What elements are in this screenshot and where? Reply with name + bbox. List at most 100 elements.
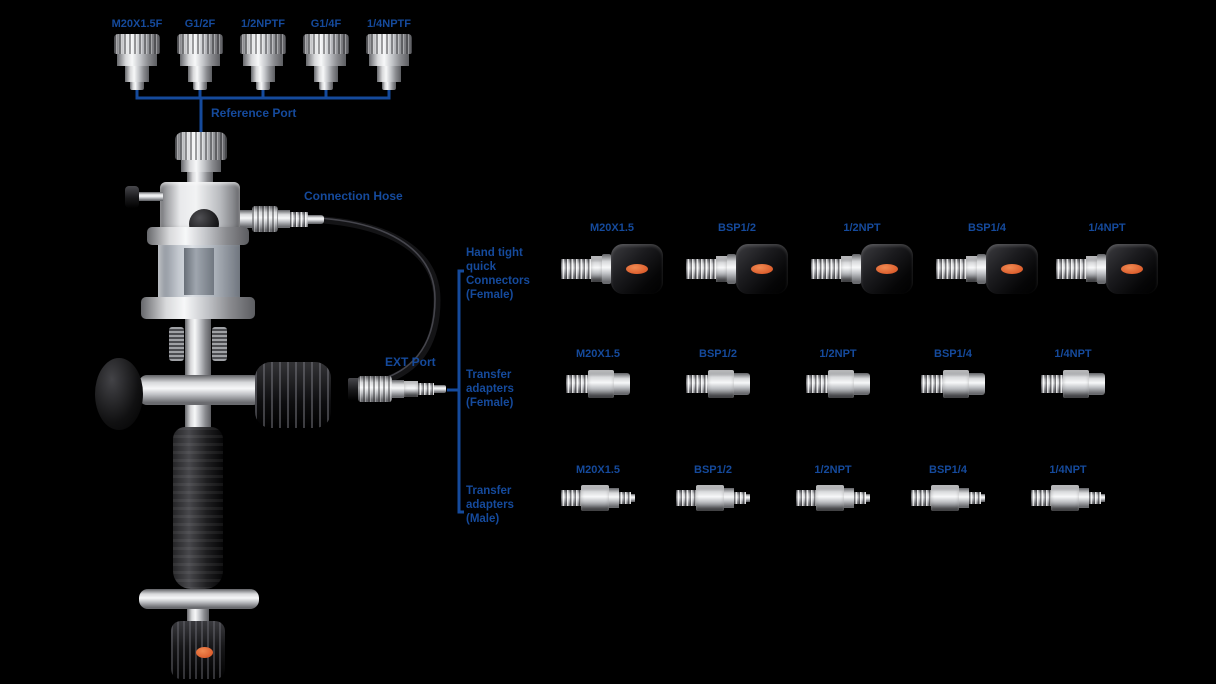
male-stud: [1089, 492, 1101, 504]
reservoir-top-flange: [147, 227, 249, 245]
tip: [746, 494, 750, 502]
female-adapter-graphic: [566, 366, 630, 402]
female-adapter-graphic: [806, 366, 870, 402]
ring: [977, 254, 986, 284]
tip: [193, 82, 207, 90]
male-adapter-unit: BSP1/2: [671, 464, 755, 514]
collar: [724, 488, 734, 508]
tip: [130, 82, 144, 90]
tip: [319, 82, 333, 90]
knurl-sleeve: [358, 376, 392, 402]
outlet-segment: [278, 210, 290, 228]
male-adapter-unit: 1/4NPT: [1026, 464, 1110, 514]
connector-body: [986, 244, 1038, 294]
male-thread: [686, 259, 716, 279]
outlet-thread: [290, 212, 308, 227]
fine-adjust-knob: [255, 362, 331, 428]
knurl-cap: [177, 34, 223, 54]
connection-hose-label: Connection Hose: [304, 189, 403, 203]
quick-connector-unit: 1/4NPT: [1052, 222, 1162, 296]
knurl-cap: [240, 34, 286, 54]
reference-adapter-unit: G1/4F: [294, 18, 358, 92]
adapter-label: 1/2NPTF: [240, 18, 285, 30]
pump-handle-grip: [173, 427, 223, 589]
hex-collar: [1086, 256, 1097, 282]
orange-indicator: [876, 264, 898, 274]
tip: [631, 494, 635, 502]
ring: [852, 254, 861, 284]
reservoir-piston: [184, 248, 214, 295]
quick-connector-graphic: [936, 242, 1038, 296]
hex-body: [828, 370, 854, 398]
vent-knob-head: [125, 186, 139, 208]
outlet-knurl-sleeve: [252, 206, 278, 232]
hex-body: [943, 370, 969, 398]
adapter-label: G1/2F: [184, 18, 216, 30]
collar: [1079, 488, 1089, 508]
ring: [1097, 254, 1106, 284]
collar: [844, 488, 854, 508]
shutoff-star-knob: [95, 358, 143, 430]
bottom-knob: [171, 621, 225, 679]
female-adapter-unit: 1/4NPT: [1033, 348, 1113, 402]
reference-port-label: Reference Port: [211, 106, 297, 120]
hex-nut: [306, 54, 346, 66]
male-thread: [796, 490, 816, 506]
male-stud: [969, 492, 981, 504]
female-adapter-graphic: [174, 34, 226, 92]
tip: [1101, 494, 1105, 502]
male-adapter-graphic: [796, 482, 870, 514]
male-adapter-unit: 1/2NPT: [791, 464, 875, 514]
female-adapter-unit: BSP1/2: [678, 348, 758, 402]
female-end: [969, 373, 985, 395]
adapter-label: G1/4F: [310, 18, 342, 30]
adapter-label: 1/2NPT: [819, 348, 857, 360]
hex-collar: [716, 256, 727, 282]
hex-body: [696, 485, 724, 511]
quick-connector-graphic: [1056, 242, 1158, 296]
orange-indicator: [751, 264, 773, 274]
t-base-bar: [139, 589, 259, 609]
hex-nut: [369, 54, 409, 66]
adapter-label: BSP1/2: [718, 222, 756, 234]
adapter-label: 1/2NPT: [814, 464, 852, 476]
hex-nut: [180, 54, 220, 66]
quick-connector-unit: BSP1/4: [932, 222, 1042, 296]
male-adapter-graphic: [561, 482, 635, 514]
adapter-label: 1/4NPTF: [366, 18, 411, 30]
neck: [188, 66, 212, 82]
reference-adapter-unit: 1/4NPTF: [357, 18, 421, 92]
male-adapter-graphic: [911, 482, 985, 514]
reference-adapter-unit: 1/2NPTF: [231, 18, 295, 92]
male-stud: [854, 492, 866, 504]
female-end: [1089, 373, 1105, 395]
quick-connector-unit: M20X1.5: [557, 222, 667, 296]
adapter-label: M20X1.5: [575, 464, 621, 476]
reference-adapter-unit: G1/2F: [168, 18, 232, 92]
stem-column: [185, 405, 211, 427]
pressure-test-pump: [85, 130, 365, 684]
collar: [959, 488, 969, 508]
group-label-adapters-female: Transfer adapters (Female): [466, 369, 514, 409]
group-label-adapters-male: Transfer adapters (Male): [466, 485, 514, 525]
hex-nut: [117, 54, 157, 66]
male-adapter-unit: M20X1.5: [556, 464, 640, 514]
neck: [251, 66, 275, 82]
vent-knob-stem: [139, 192, 163, 201]
male-thread: [676, 490, 696, 506]
tip: [434, 385, 446, 393]
female-end: [854, 373, 870, 395]
hex-body: [1051, 485, 1079, 511]
adapter-label: BSP1/4: [929, 464, 967, 476]
adapter-label: BSP1/4: [968, 222, 1006, 234]
quick-connector-unit: 1/2NPT: [807, 222, 917, 296]
tip: [866, 494, 870, 502]
reference-adapter-unit: M20X1.5F: [105, 18, 169, 92]
neck: [377, 66, 401, 82]
adapter-label: M20X1.5: [575, 348, 621, 360]
female-adapter-unit: M20X1.5: [558, 348, 638, 402]
orange-indicator: [626, 264, 648, 274]
male-thread: [936, 259, 966, 279]
hex-body: [581, 485, 609, 511]
